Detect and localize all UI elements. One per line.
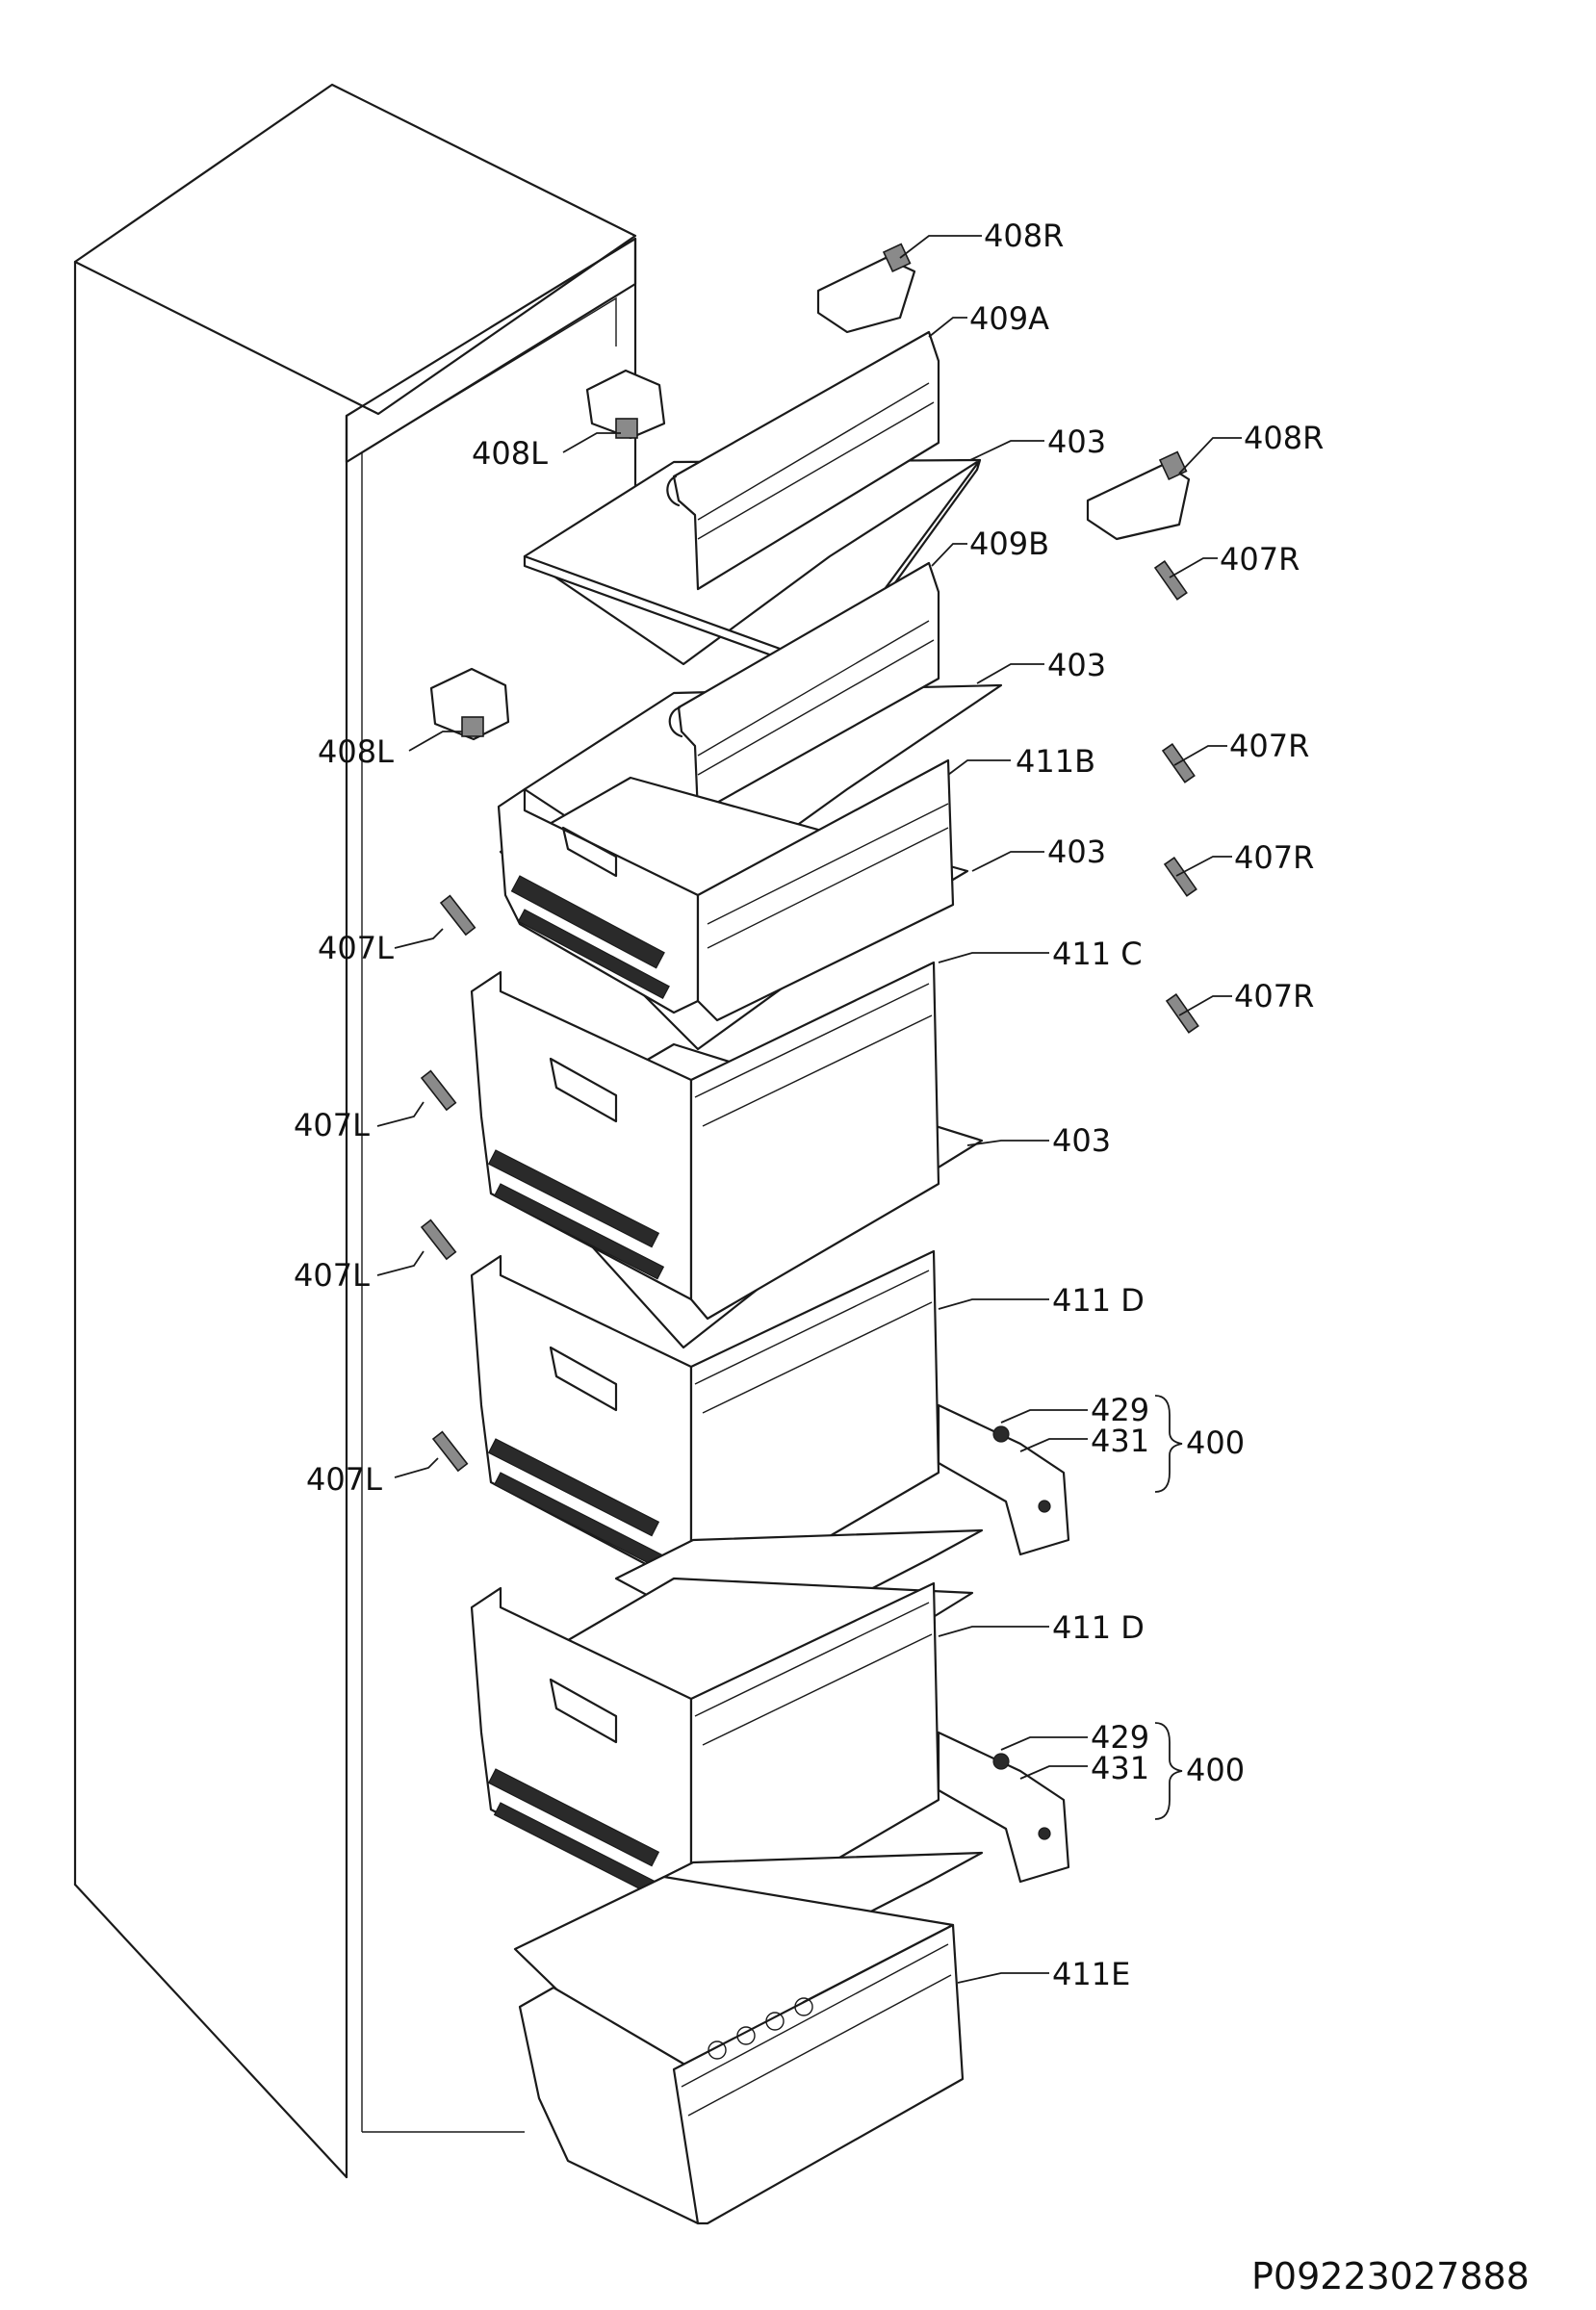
support-407L-2: [420, 1069, 457, 1112]
label-411D-2: 411 D: [1052, 1609, 1145, 1646]
label-409B: 409B: [969, 526, 1049, 562]
support-407R-1: [1153, 560, 1188, 601]
label-407L-2: 407L: [294, 1107, 370, 1143]
door-rail-409A: [672, 330, 940, 591]
label-411D-1: 411 D: [1052, 1282, 1145, 1319]
door-rail-409B: [677, 561, 940, 815]
hinge-408R-2: [1086, 450, 1191, 541]
drawer-411B: [497, 758, 969, 1051]
label-429-1: 429: [1091, 1392, 1149, 1428]
label-407R-2: 407R: [1229, 728, 1309, 764]
support-407R-3: [1163, 857, 1197, 897]
label-408L-top: 408L: [472, 435, 548, 472]
drawing-code: P09223027888: [1251, 2255, 1530, 2297]
label-408R-top: 408R: [984, 218, 1064, 254]
hinge-408R-top: [816, 243, 916, 334]
label-407R-4: 407R: [1234, 978, 1314, 1014]
label-411C: 411 C: [1052, 936, 1143, 972]
drawer-411C: [470, 961, 984, 1349]
label-400-2: 400: [1186, 1752, 1245, 1788]
label-408R-2: 408R: [1244, 420, 1324, 456]
label-407R-3: 407R: [1234, 839, 1314, 876]
drawer-411E: [513, 1875, 965, 2225]
label-403-4: 403: [1052, 1122, 1111, 1159]
label-408L-2: 408L: [318, 733, 394, 770]
hinge-408L-2: [429, 667, 510, 741]
label-407L-1: 407L: [318, 930, 394, 966]
label-431-2: 431: [1091, 1750, 1149, 1786]
leader-lines: [376, 235, 1242, 1984]
support-407L-4: [431, 1430, 469, 1473]
label-400-1: 400: [1186, 1424, 1245, 1461]
brace-400-lower: [1154, 1722, 1183, 1820]
label-403-2: 403: [1047, 647, 1106, 683]
label-411B: 411B: [1016, 743, 1095, 780]
glass-shelf-403-1: [523, 458, 982, 666]
support-407L-1: [439, 894, 476, 937]
label-407L-4: 407L: [306, 1461, 382, 1498]
label-407L-3: 407L: [294, 1257, 370, 1294]
label-411E: 411E: [1052, 1956, 1130, 1992]
label-429-2: 429: [1091, 1719, 1149, 1756]
hinge-408L-top: [585, 369, 666, 440]
label-409A: 409A: [969, 300, 1049, 337]
label-431-1: 431: [1091, 1423, 1149, 1459]
label-407R-1: 407R: [1220, 541, 1300, 578]
label-403-3: 403: [1047, 834, 1106, 870]
label-403-1: 403: [1047, 424, 1106, 460]
cabinet-body: [73, 83, 637, 2179]
brace-400-upper: [1154, 1395, 1183, 1493]
support-407L-3: [420, 1219, 457, 1261]
